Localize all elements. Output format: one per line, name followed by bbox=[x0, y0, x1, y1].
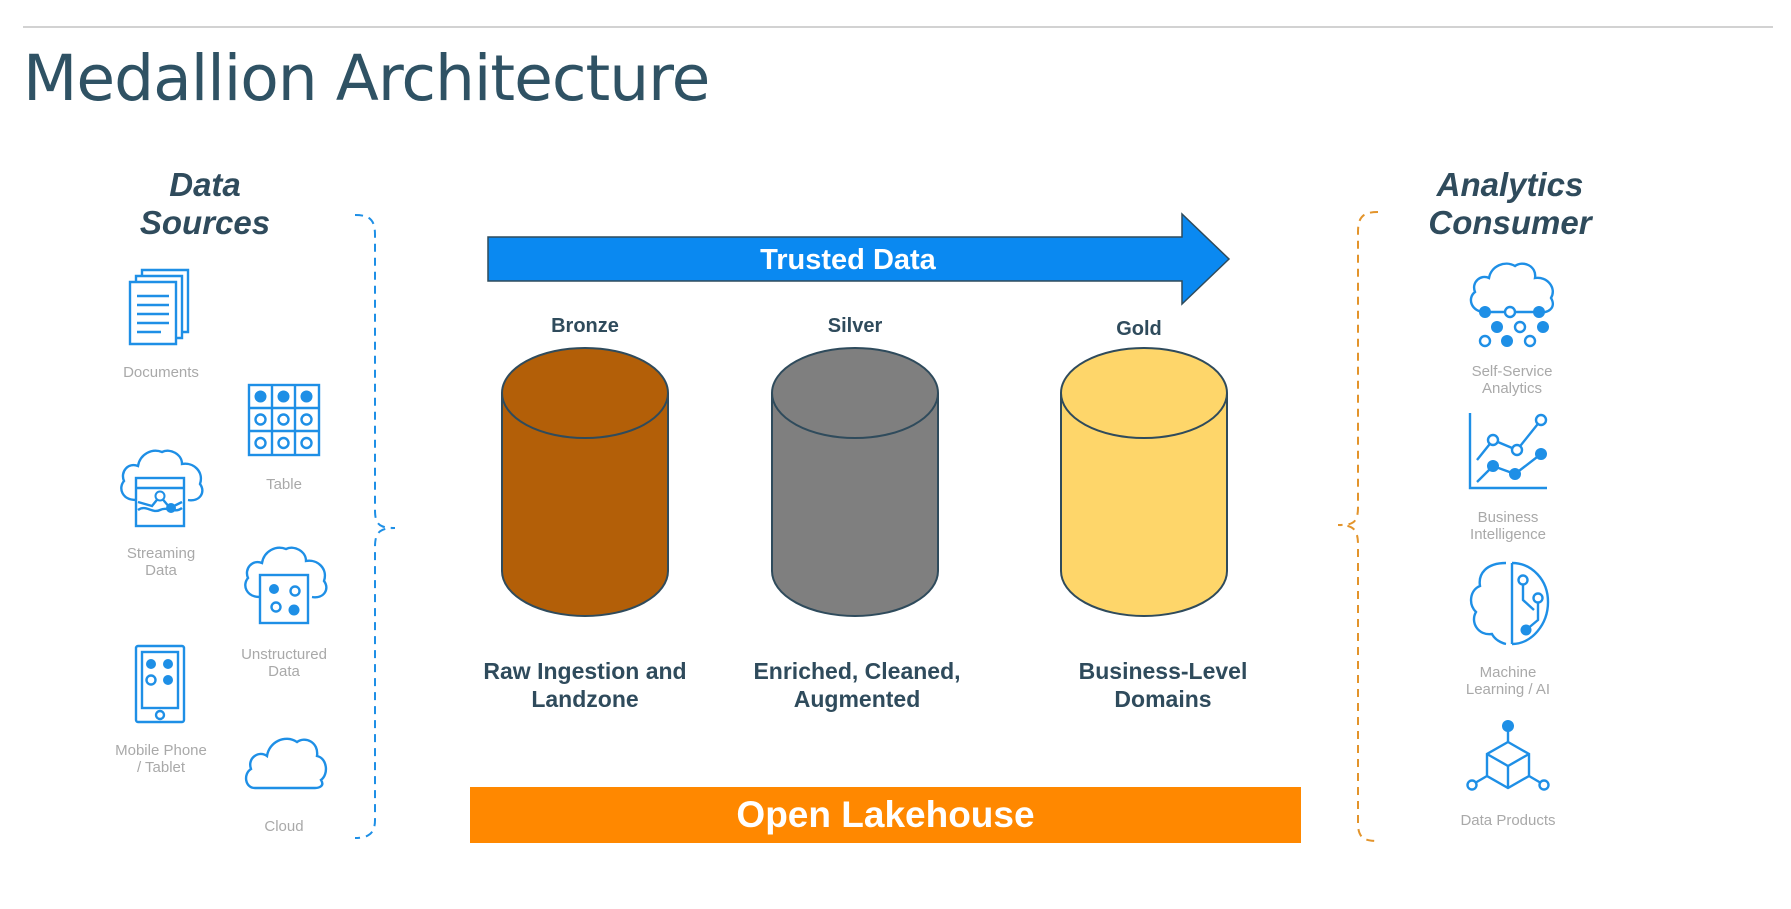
page-title: Medallion Architecture bbox=[23, 42, 710, 115]
trusted-data-arrow bbox=[487, 212, 1231, 306]
silver-cylinder bbox=[771, 347, 939, 617]
analytics-consumer-heading-line2: Consumer bbox=[1428, 204, 1592, 241]
left-brace bbox=[354, 214, 396, 839]
data-sources-heading: Data Sources bbox=[75, 166, 335, 242]
consumer-label-machine-learning: Machine Learning / AI bbox=[1465, 664, 1551, 698]
machine-learning-icon bbox=[1469, 561, 1550, 646]
cloud-icon bbox=[244, 737, 328, 790]
source-label-cloud: Cloud bbox=[264, 818, 304, 835]
business-intelligence-icon bbox=[1468, 413, 1548, 490]
streaming-data-icon bbox=[120, 449, 204, 528]
gold-cylinder bbox=[1060, 347, 1228, 617]
analytics-consumer-heading: Analytics Consumer bbox=[1380, 166, 1640, 242]
mobile-phone-icon bbox=[134, 644, 186, 724]
bronze-cylinder bbox=[501, 347, 669, 617]
tier-description-silver: Enriched, Cleaned, Augmented bbox=[753, 658, 961, 712]
consumer-label-self-service: Self-Service Analytics bbox=[1471, 363, 1553, 397]
data-products-icon bbox=[1466, 720, 1550, 791]
tier-name-bronze: Bronze bbox=[551, 315, 619, 337]
source-label-table: Table bbox=[266, 476, 302, 493]
analytics-consumer-heading-line1: Analytics bbox=[1436, 166, 1584, 203]
unstructured-data-icon bbox=[244, 546, 328, 625]
data-sources-heading-line1: Data bbox=[169, 166, 241, 203]
source-label-mobile: Mobile Phone / Tablet bbox=[115, 742, 207, 776]
table-icon bbox=[247, 383, 321, 457]
top-divider bbox=[23, 26, 1773, 28]
data-sources-heading-line2: Sources bbox=[139, 204, 271, 241]
trusted-data-label: Trusted Data bbox=[760, 244, 936, 276]
consumer-label-business-intelligence: Business Intelligence bbox=[1470, 509, 1546, 543]
documents-icon bbox=[128, 268, 190, 346]
self-service-analytics-icon bbox=[1469, 262, 1554, 348]
open-lakehouse-banner: Open Lakehouse bbox=[470, 787, 1301, 843]
source-label-streaming: Streaming Data bbox=[126, 545, 196, 579]
right-brace bbox=[1337, 211, 1379, 842]
source-label-unstructured: Unstructured Data bbox=[241, 646, 327, 680]
tier-name-gold: Gold bbox=[1116, 318, 1162, 340]
tier-description-gold: Business-Level Domains bbox=[1078, 658, 1248, 712]
consumer-label-data-products: Data Products bbox=[1460, 812, 1556, 829]
tier-name-silver: Silver bbox=[827, 315, 883, 337]
tier-description-bronze: Raw Ingestion and Landzone bbox=[483, 658, 687, 712]
source-label-documents: Documents bbox=[123, 364, 199, 381]
